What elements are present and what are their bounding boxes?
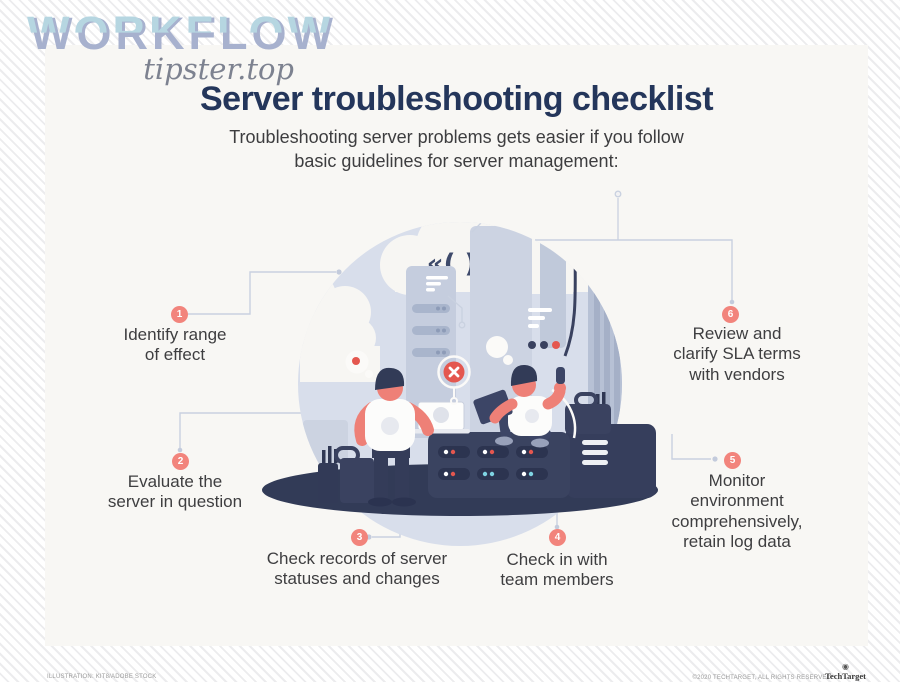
techtarget-logo-text: TechTarget xyxy=(825,671,866,681)
techtarget-logo: ◉ TechTarget xyxy=(825,663,866,681)
circuit-traces xyxy=(447,222,491,329)
bag-icon xyxy=(565,392,611,434)
chat-bubble-icon xyxy=(345,336,513,378)
step-label-4: Check in with team members xyxy=(500,550,614,590)
status-leds-icon xyxy=(528,308,560,349)
standing-person xyxy=(354,367,434,507)
led-dots xyxy=(443,449,534,477)
step-badge-4: 4 xyxy=(549,529,566,546)
step-badge-2: 2 xyxy=(172,453,189,470)
page-subtitle: Troubleshooting server problems gets eas… xyxy=(229,127,684,172)
step-label-6: Review and clarify SLA terms with vendor… xyxy=(673,324,801,384)
error-x-badge-icon xyxy=(437,355,471,405)
watermark-brand-glitch: WORKFLOW xyxy=(27,7,334,58)
step-badge-5: 5 xyxy=(724,452,741,469)
watermark-site: tipster.top xyxy=(143,52,294,87)
circuit-traces-outer xyxy=(614,190,622,240)
step-badge-6: 6 xyxy=(722,306,739,323)
watermark: WORKFLOW WORKFLOW tipster.top xyxy=(27,7,337,87)
sitting-person xyxy=(473,364,577,448)
server-console xyxy=(428,424,656,498)
step-label-3: Check records of server statuses and cha… xyxy=(266,549,448,589)
step-label-1: Identify range of effect xyxy=(123,325,227,365)
step-badge-3: 3 xyxy=(351,529,368,546)
step-label-5: Monitor environment comprehensively, ret… xyxy=(671,471,803,552)
watermark-brand: WORKFLOW WORKFLOW xyxy=(27,7,337,59)
briefcase-icon xyxy=(318,446,374,503)
illustration-credit: ILLUSTRATION: KIT8/ADOBE STOCK xyxy=(47,674,157,680)
step-badge-1: 1 xyxy=(171,306,188,323)
step-label-2: Evaluate the server in question xyxy=(107,472,243,512)
techtarget-eye-icon: ◉ xyxy=(842,662,850,671)
page-title: Server troubleshooting checklist xyxy=(199,80,714,118)
copyright-text: ©2020 TECHTARGET, ALL RIGHTS RESERVED. xyxy=(692,675,833,681)
